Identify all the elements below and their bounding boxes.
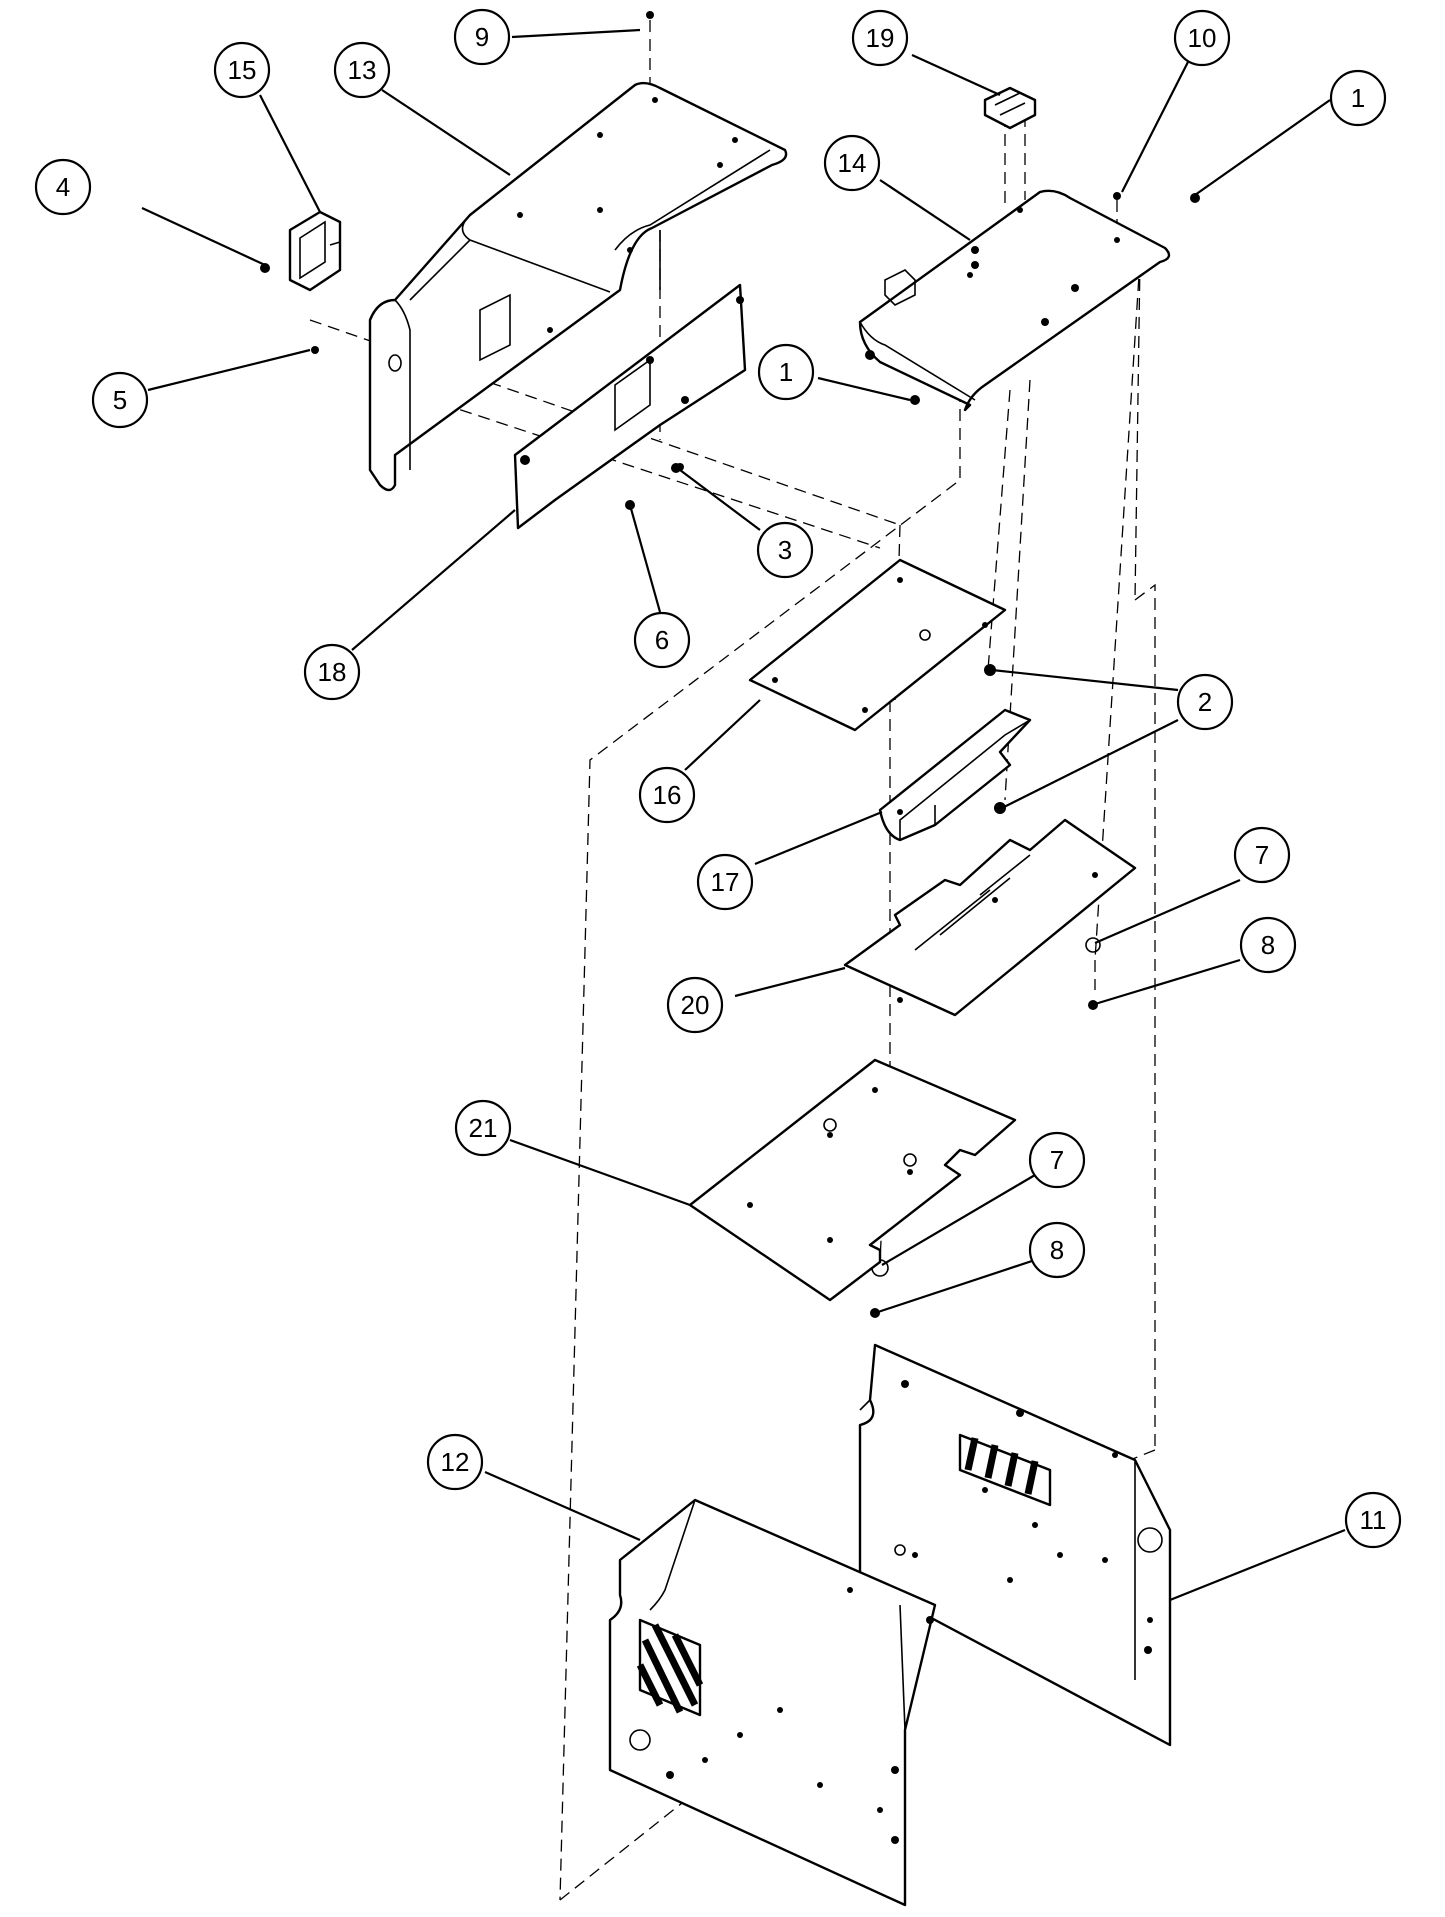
callout-12-label: 12 <box>441 1447 470 1477</box>
callout-17: 17 <box>696 853 754 911</box>
callout-19: 19 <box>851 9 909 67</box>
callout-6: 6 <box>633 611 691 669</box>
callout-1-mid: 1 <box>757 343 815 401</box>
callout-4-label: 4 <box>56 172 70 202</box>
callout-7-lower-label: 7 <box>1050 1145 1064 1175</box>
callout-16-label: 16 <box>653 780 682 810</box>
callout-7-upper: 7 <box>1233 826 1291 884</box>
callout-15: 15 <box>213 41 271 99</box>
callout-21-label: 21 <box>469 1113 498 1143</box>
callout-18-label: 18 <box>318 657 347 687</box>
callout-13: 13 <box>333 41 391 99</box>
part-14-top-cover <box>858 189 1171 412</box>
callout-5: 5 <box>91 371 149 429</box>
part-18-panel <box>513 283 747 530</box>
callout-13-label: 13 <box>348 55 377 85</box>
part-19-latch <box>983 86 1037 130</box>
callout-10-label: 10 <box>1188 23 1217 53</box>
callout-9: 9 <box>453 8 511 66</box>
callout-19-label: 19 <box>866 23 895 53</box>
part-13-top-shroud <box>368 81 788 492</box>
callout-14-label: 14 <box>838 148 867 178</box>
callout-1-top-label: 1 <box>1351 83 1365 113</box>
callout-17-label: 17 <box>711 867 740 897</box>
callout-9-label: 9 <box>475 22 489 52</box>
callout-1-top: 1 <box>1329 69 1387 127</box>
callout-7-upper-label: 7 <box>1255 840 1269 870</box>
callout-3-label: 3 <box>778 535 792 565</box>
fasteners <box>646 11 1200 1318</box>
part-12-side-panel <box>608 1498 937 1907</box>
part-17-bracket <box>878 708 1032 842</box>
callout-7-lower: 7 <box>1028 1131 1086 1189</box>
callout-8-upper: 8 <box>1239 916 1297 974</box>
callout-20-label: 20 <box>681 990 710 1020</box>
part-20-tray <box>843 818 1137 1017</box>
part-11-side-panel <box>858 1343 1172 1747</box>
part-15-switch <box>260 210 342 354</box>
callout-18: 18 <box>303 643 361 701</box>
callout-14: 14 <box>823 134 881 192</box>
callout-1-mid-label: 1 <box>779 357 793 387</box>
part-21-plate <box>688 1058 1017 1302</box>
callout-3: 3 <box>756 521 814 579</box>
callout-5-label: 5 <box>113 385 127 415</box>
callout-2-label: 2 <box>1198 687 1212 717</box>
callout-8-lower: 8 <box>1028 1221 1086 1279</box>
callout-16: 16 <box>638 766 696 824</box>
callout-11-label: 11 <box>1360 1505 1387 1535</box>
callout-21: 21 <box>454 1099 512 1157</box>
callout-15-label: 15 <box>228 55 257 85</box>
callout-11: 11 <box>1344 1491 1402 1549</box>
callout-10: 10 <box>1173 9 1231 67</box>
part-16-plate <box>748 558 1007 732</box>
callout-4: 4 <box>34 158 92 216</box>
callout-8-upper-label: 8 <box>1261 930 1275 960</box>
leader-lines <box>141 28 1346 1602</box>
callout-20: 20 <box>666 976 724 1034</box>
callout-6-label: 6 <box>655 625 669 655</box>
callout-2: 2 <box>1176 673 1234 731</box>
callout-8-lower-label: 8 <box>1050 1235 1064 1265</box>
callout-12: 12 <box>426 1433 484 1491</box>
